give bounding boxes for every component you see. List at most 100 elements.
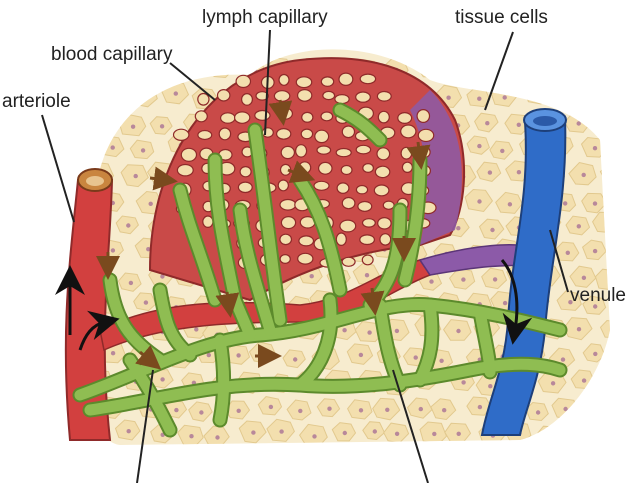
cell-nucleus <box>568 300 573 305</box>
cell-nucleus <box>516 170 522 175</box>
tissue-cell <box>599 319 610 339</box>
cell-nucleus <box>429 279 434 284</box>
cell-nucleus <box>563 406 568 412</box>
capillary-mesh-gap <box>261 127 274 138</box>
cell-nucleus <box>576 224 581 229</box>
capillary-mesh-gap <box>359 73 377 85</box>
cell-nucleus <box>581 172 586 178</box>
cell-nucleus <box>236 353 241 358</box>
cell-nucleus <box>327 406 332 411</box>
capillary-mesh-gap <box>172 128 190 141</box>
capillary-mesh-gap <box>355 144 372 155</box>
capillary-mesh-gap <box>176 163 194 177</box>
cell-nucleus <box>613 378 617 382</box>
capillary-mesh-gap <box>241 92 254 106</box>
capillary-mesh-gap <box>298 235 315 247</box>
label-lymph-capillary: lymph capillary <box>202 7 328 28</box>
capillary-mesh-gap <box>359 234 376 246</box>
cell-nucleus <box>620 146 624 150</box>
cell-nucleus <box>567 94 573 99</box>
tissue-cell <box>595 55 610 77</box>
tissue-cell <box>609 138 610 158</box>
capillary-mesh-gap <box>322 90 336 101</box>
capillary-mesh-gap <box>373 184 390 197</box>
capillary-mesh-gap <box>338 72 354 86</box>
cell-nucleus <box>251 430 256 435</box>
cell-nucleus <box>477 199 482 204</box>
interstitial-flow-arrows <box>96 99 431 370</box>
tissue-cell <box>533 59 560 81</box>
cell-nucleus <box>394 328 400 334</box>
capillary-mesh-gap <box>341 196 356 210</box>
cell-nucleus <box>194 327 199 332</box>
cell-nucleus <box>385 407 390 412</box>
capillary-mesh-gap <box>280 216 297 230</box>
cell-nucleus <box>612 172 616 176</box>
capillary-mesh-gap <box>361 218 376 228</box>
cell-nucleus <box>593 351 598 357</box>
cell-nucleus <box>186 68 191 73</box>
tissue-cell <box>98 87 125 111</box>
cell-nucleus <box>625 253 629 257</box>
cell-nucleus <box>502 95 507 100</box>
capillary-mesh-gap <box>379 233 392 246</box>
cell-nucleus <box>394 431 400 436</box>
tissue-cell <box>602 368 610 389</box>
cell-nucleus <box>456 226 461 231</box>
cell-nucleus <box>456 431 461 436</box>
capillary-mesh-gap <box>336 182 350 194</box>
capillary-mesh-gap <box>237 181 253 194</box>
cell-nucleus <box>456 328 461 334</box>
cell-nucleus <box>628 405 632 409</box>
capillary-mesh-gap <box>180 147 198 162</box>
capillary-mesh-gap <box>197 129 213 141</box>
cell-nucleus <box>215 435 220 440</box>
capillary-mesh-gap <box>235 74 252 89</box>
capillary-mesh-gap <box>340 164 353 176</box>
capillary-mesh-gap <box>313 180 330 191</box>
cell-nucleus <box>189 434 194 439</box>
label-venule: venule <box>570 285 626 306</box>
cell-nucleus <box>428 65 434 71</box>
tissue-cell <box>597 112 610 135</box>
cell-nucleus <box>173 91 178 96</box>
cell-nucleus <box>461 277 466 282</box>
capillary-mesh-gap <box>335 147 352 158</box>
cell-nucleus <box>342 328 347 333</box>
cell-nucleus <box>581 378 587 383</box>
cell-nucleus <box>128 280 134 286</box>
cell-nucleus <box>143 94 148 100</box>
capillary-mesh-gap <box>301 111 314 123</box>
cell-nucleus <box>622 93 626 97</box>
label-leader-lines <box>41 29 569 483</box>
cell-nucleus <box>550 381 556 386</box>
cell-nucleus <box>516 67 521 72</box>
capillary-mesh-gap <box>341 256 356 267</box>
cell-nucleus <box>502 300 508 306</box>
cell-nucleus <box>593 304 598 309</box>
cell-nucleus <box>146 247 151 252</box>
capillary-mesh-gap <box>216 89 231 102</box>
cell-nucleus <box>418 406 423 412</box>
capillary-mesh-gap <box>279 254 291 265</box>
tissue-cell <box>580 396 609 420</box>
capillary-mesh-gap <box>334 93 350 105</box>
cell-nucleus <box>126 223 131 228</box>
capillary-mesh-gap <box>362 163 375 174</box>
cell-nucleus <box>446 95 451 100</box>
capillary-mesh-gap <box>320 76 335 87</box>
capillary-mesh-gap <box>400 124 417 139</box>
cell-nucleus <box>628 200 632 204</box>
capillary-mesh-gap <box>374 165 391 179</box>
cell-nucleus <box>367 330 372 335</box>
capillary-mesh-gap <box>277 179 289 192</box>
cell-nucleus <box>609 122 610 127</box>
cell-nucleus <box>413 355 418 360</box>
cell-nucleus <box>140 148 146 153</box>
cell-nucleus <box>312 434 317 439</box>
capillary-mesh-gap <box>355 184 369 195</box>
capillary-mesh-gap <box>314 129 330 144</box>
cell-nucleus <box>293 357 298 362</box>
tissue-cell <box>208 58 233 79</box>
